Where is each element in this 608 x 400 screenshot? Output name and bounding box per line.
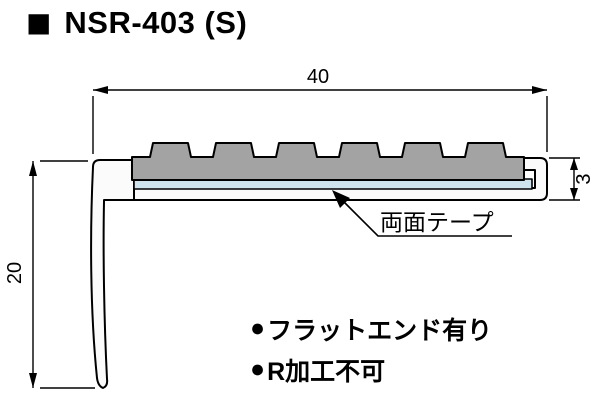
title-square-icon: ■	[26, 0, 52, 46]
page-title: NSR-403 (S)	[64, 5, 248, 40]
dim-width: 40	[92, 66, 548, 154]
leader-line	[343, 201, 512, 237]
notes: ● フラットエンド有り ● R加工不可	[250, 308, 492, 390]
tape-label: 両面テープ	[380, 209, 494, 235]
arrowhead-right-icon	[532, 86, 547, 94]
tape-leader: 両面テープ	[332, 190, 512, 237]
arrowhead-bottom-icon	[570, 188, 578, 200]
dim-height: 20	[4, 160, 95, 389]
profile-cross-section	[90, 142, 548, 389]
dim-height-value: 20	[4, 262, 26, 284]
arrowhead-top-icon	[29, 161, 37, 176]
note-flat-end: ● フラットエンド有り	[250, 308, 492, 349]
dim-thickness: 3	[549, 157, 595, 201]
dim-thickness-value: 3	[573, 173, 595, 184]
arrowhead-left-icon	[93, 86, 108, 94]
bullet-icon: ●	[250, 355, 266, 383]
arrowhead-top-icon	[570, 158, 578, 170]
bullet-icon: ●	[250, 314, 266, 342]
dim-width-value: 40	[307, 66, 329, 88]
title: ■ NSR-403 (S)	[26, 0, 248, 46]
note-r-processing: ● R加工不可	[250, 349, 492, 390]
note-r-processing-text: R加工不可	[267, 357, 386, 386]
arrowhead-bottom-icon	[29, 373, 37, 388]
tread-insert	[131, 142, 525, 181]
leader-arrowhead-icon	[332, 190, 350, 208]
note-flat-end-text: フラットエンド有り	[267, 316, 493, 345]
left-leg-and-hook	[90, 159, 135, 389]
